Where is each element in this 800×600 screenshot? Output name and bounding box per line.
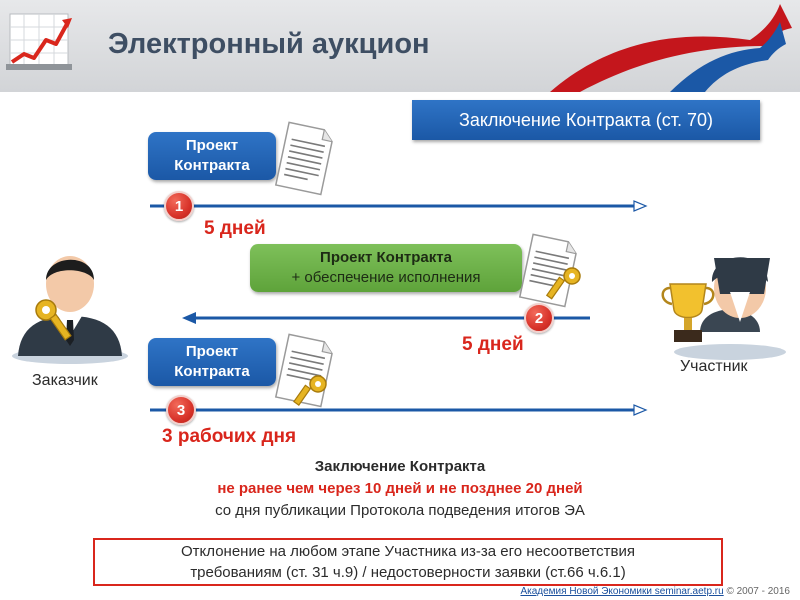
conclusion-block: Заключение Контракта не ранее чем через … [140,456,660,522]
document-with-key-icon [512,232,588,313]
step1-days-label: 5 дней [204,218,266,239]
step1-document-pill: Проект Контракта [148,132,276,180]
key-icon [35,299,72,341]
conclusion-deadline: не ранее чем через 10 дней и не позднее … [217,480,583,497]
step2-guarantee-label: + обеспечение исполнения [291,269,481,286]
key-icon [293,375,327,406]
step2-days-label: 5 дней [462,334,524,355]
participant-person-icon [660,232,790,365]
footer-copyright: © 2007 - 2016 [726,586,790,597]
step2-document-label: Проект Контракта [320,249,452,266]
footer-link[interactable]: Академия Новой Экономики seminar.aetp.ru [520,586,724,597]
step3-document-pill: Проект Контракта [148,338,276,386]
step3-arrow-right [150,402,650,423]
step3-days-label: 3 рабочих дня [162,426,297,447]
step1-number-badge: 1 [164,191,194,221]
participant-label: Участник [680,358,748,375]
footer-credit: Академия Новой Экономики seminar.aetp.ru… [520,586,790,597]
step2-document-pill: Проект Контракта + обеспечение исполнени… [250,244,522,292]
step3-number-badge: 3 [166,395,196,425]
step1-arrow-right [150,198,650,219]
document-with-key-icon [268,332,344,417]
customer-label: Заказчик [32,372,98,389]
customer-person-icon [8,236,138,369]
conclusion-from: со дня публикации Протокола подведения и… [215,502,585,519]
page-title: Электронный аукцион [108,28,430,60]
rejection-line1: Отклонение на любом этапе Участника из-з… [181,543,635,560]
header-bar: Электронный аукцион [0,0,800,92]
step2-number-badge: 2 [524,303,554,333]
contract-conclusion-banner: Заключение Контракта (ст. 70) [412,100,760,140]
step1-document-label: Проект Контракта [174,137,250,174]
conclusion-title: Заключение Контракта [314,458,486,475]
rejection-line2: требованиям (ст. 31 ч.9) / недостовернос… [190,564,626,581]
step3-document-label: Проект Контракта [174,343,250,380]
key-icon [545,267,581,300]
growth-chart-icon [6,10,74,72]
red-swoosh-arrow [540,0,800,92]
document-icon [268,120,338,201]
trophy-icon [661,283,715,342]
rejection-note-box: Отклонение на любом этапе Участника из-з… [93,538,723,586]
